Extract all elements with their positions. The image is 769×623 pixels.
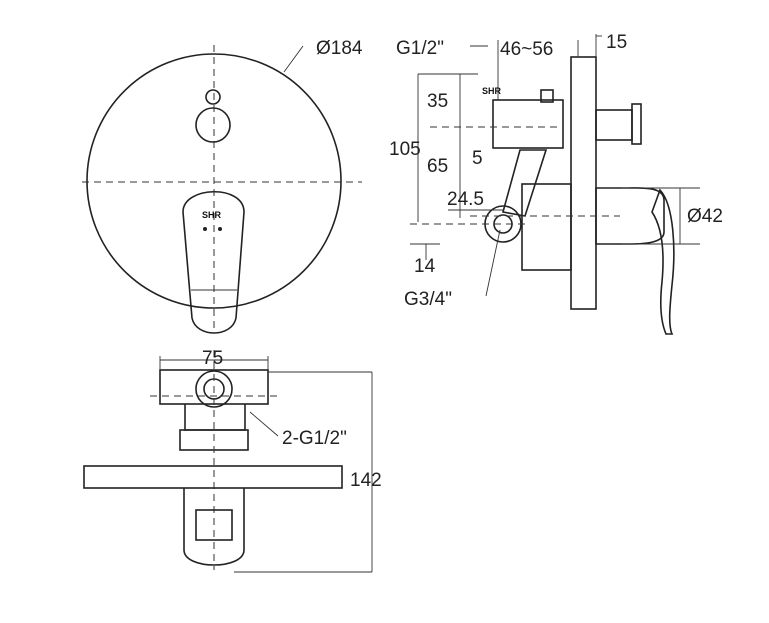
outlet-thread-leader	[485, 229, 501, 297]
side-view: G1/2" 46~56 15 SHR 35 105 65 5 24.5 Ø42 …	[389, 32, 723, 335]
plate-thickness-label: 15	[606, 32, 627, 53]
outlet-offset-label: 24.5	[447, 189, 484, 210]
mounting-box	[521, 183, 572, 271]
wall-plate	[570, 56, 597, 310]
handle-logo: SHR	[202, 210, 222, 220]
diverter-cap	[631, 103, 642, 145]
handle-dot	[218, 227, 222, 231]
diagonal-pipe	[501, 149, 548, 217]
outlet-depth-label: 14	[414, 256, 436, 277]
front-view: Ø184 SHR	[82, 38, 363, 334]
lower-offset-label: 65	[427, 156, 448, 177]
inlets-label: 2-G1/2"	[282, 428, 347, 449]
top-plate	[83, 465, 343, 489]
total-depth-label: 142	[350, 470, 382, 491]
diverter-spindle	[595, 109, 633, 141]
plate-diameter-leader	[283, 45, 304, 73]
depth-range-label: 46~56	[500, 39, 553, 60]
top-handle	[183, 488, 245, 566]
upper-offset-label: 35	[427, 91, 448, 112]
top-port-ring	[195, 370, 233, 408]
cover-plate-outline	[86, 53, 342, 309]
top-port	[540, 89, 554, 103]
valve-body	[492, 99, 564, 149]
top-body-neck	[184, 404, 246, 431]
lever-handle	[182, 191, 245, 334]
handle-dot	[203, 227, 207, 231]
outlet-thread-label: G3/4"	[404, 289, 452, 310]
diverter-button	[195, 107, 231, 143]
handle-diameter-label: Ø42	[687, 206, 723, 227]
body-width-label: 75	[202, 348, 223, 369]
total-height-label: 105	[389, 139, 421, 160]
diverter-knob	[205, 89, 221, 105]
inlet-leader	[249, 411, 279, 437]
body-logo: SHR	[482, 86, 502, 96]
side-lever	[651, 188, 675, 335]
small-gap-label: 5	[472, 148, 483, 169]
top-handle-cap	[195, 509, 233, 541]
plate-diameter-label: Ø184	[316, 38, 363, 59]
top-view: 75 2-G1/2" 142	[83, 348, 382, 573]
inlet-thread-label: G1/2"	[396, 38, 444, 59]
